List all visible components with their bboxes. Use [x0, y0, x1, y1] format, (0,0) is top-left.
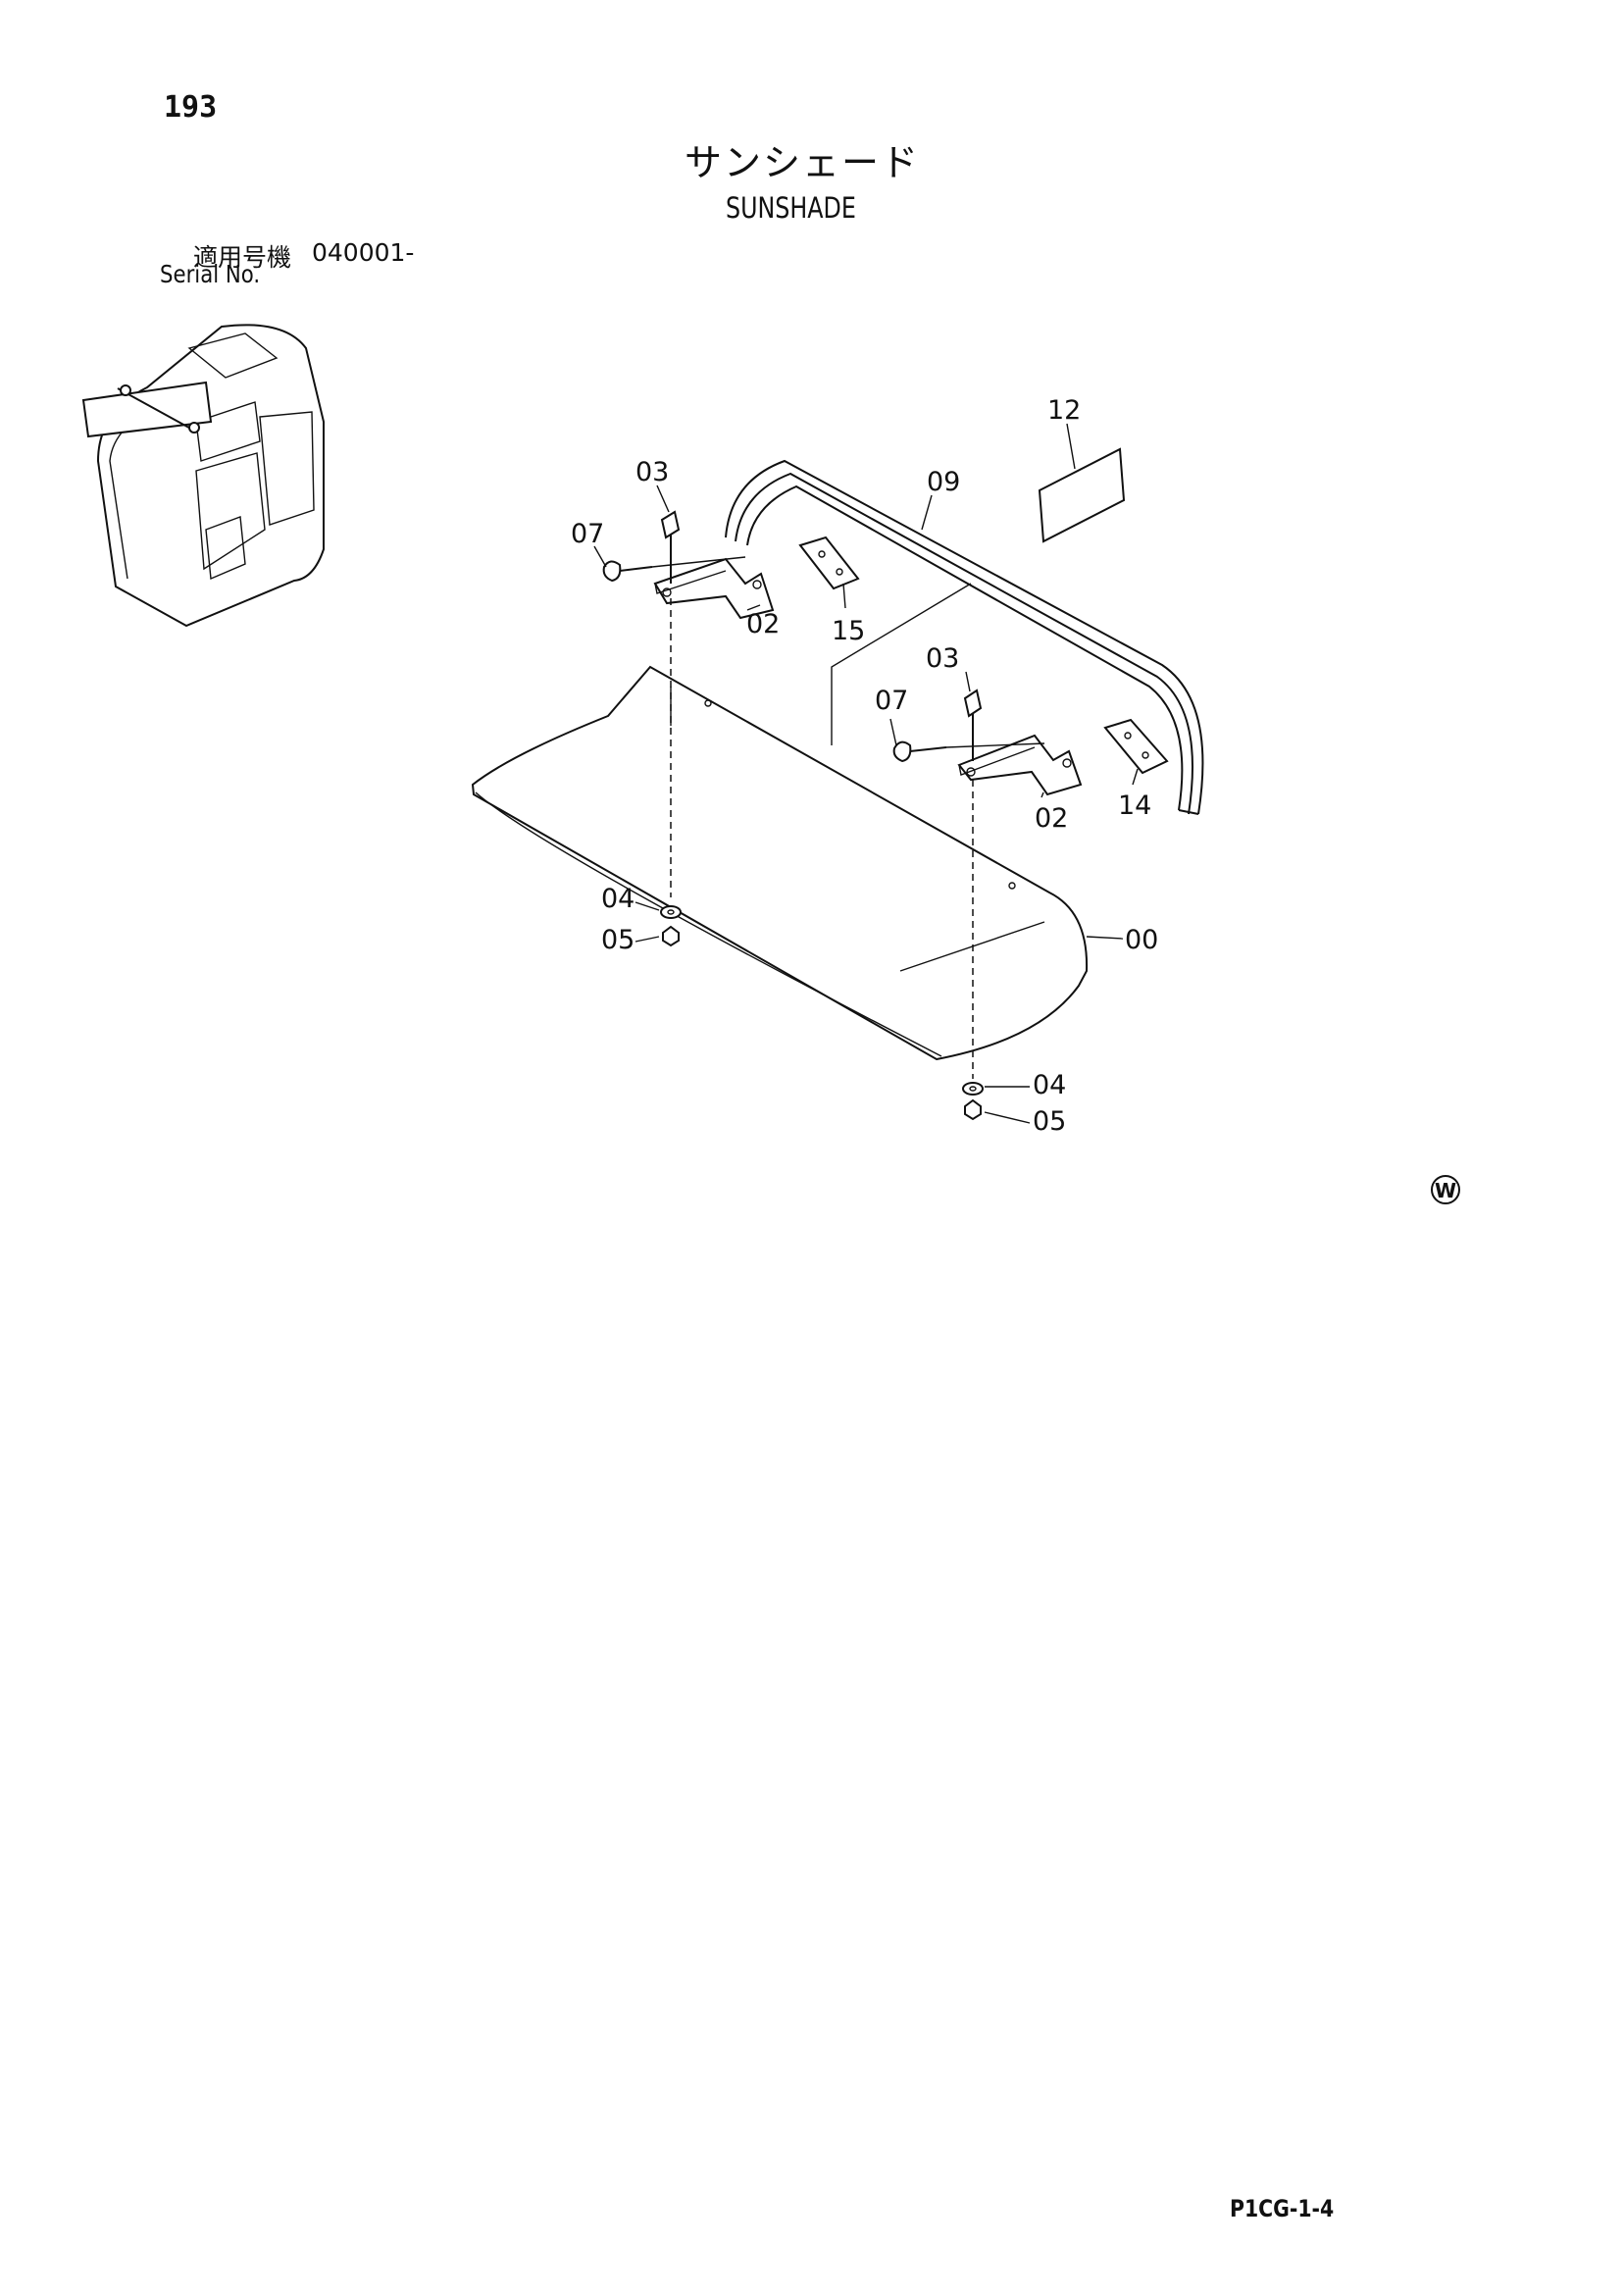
leader-lines — [593, 485, 1139, 1124]
page-footer-code: P1CG-1-4 — [1230, 2195, 1335, 2222]
svg-text:W: W — [1435, 1179, 1456, 1202]
callout-07-right: 07 — [875, 686, 908, 716]
callout-15: 15 — [832, 616, 865, 646]
washer-nut-left — [660, 905, 682, 947]
page-number: 193 — [164, 90, 218, 125]
callout-00: 00 — [1125, 925, 1158, 955]
callout-05-left: 05 — [601, 925, 634, 955]
circled-w-mark-icon: W — [1431, 1175, 1460, 1204]
serial-label-japanese: 適用号機 — [193, 243, 292, 272]
callout-05-right: 05 — [1033, 1106, 1066, 1137]
callout-04-right: 04 — [1033, 1070, 1066, 1100]
excavator-cab-icon — [81, 324, 325, 628]
decal — [1038, 447, 1126, 543]
callout-03-right: 03 — [926, 643, 959, 674]
callout-12: 12 — [1047, 395, 1081, 426]
callout-02-right: 02 — [1035, 803, 1068, 834]
callout-04-left: 04 — [601, 884, 634, 914]
weatherstrip — [725, 459, 1204, 815]
washer-nut-right — [962, 1082, 984, 1121]
callout-03-left: 03 — [635, 457, 669, 487]
serial-number-value: 040001- — [312, 238, 415, 267]
page-title-english: SUNSHADE — [726, 191, 856, 225]
page-title-japanese: サンシェード — [685, 141, 921, 184]
sunshade-panel — [471, 583, 1089, 1061]
callout-07-left: 07 — [571, 519, 604, 549]
callout-14: 14 — [1118, 791, 1151, 821]
right-bracket-assembly — [892, 689, 1169, 1079]
serial-label-english: Serial No. — [160, 260, 261, 288]
callout-02-left: 02 — [746, 609, 780, 639]
left-bracket-assembly — [602, 510, 860, 897]
callout-09: 09 — [927, 467, 960, 497]
